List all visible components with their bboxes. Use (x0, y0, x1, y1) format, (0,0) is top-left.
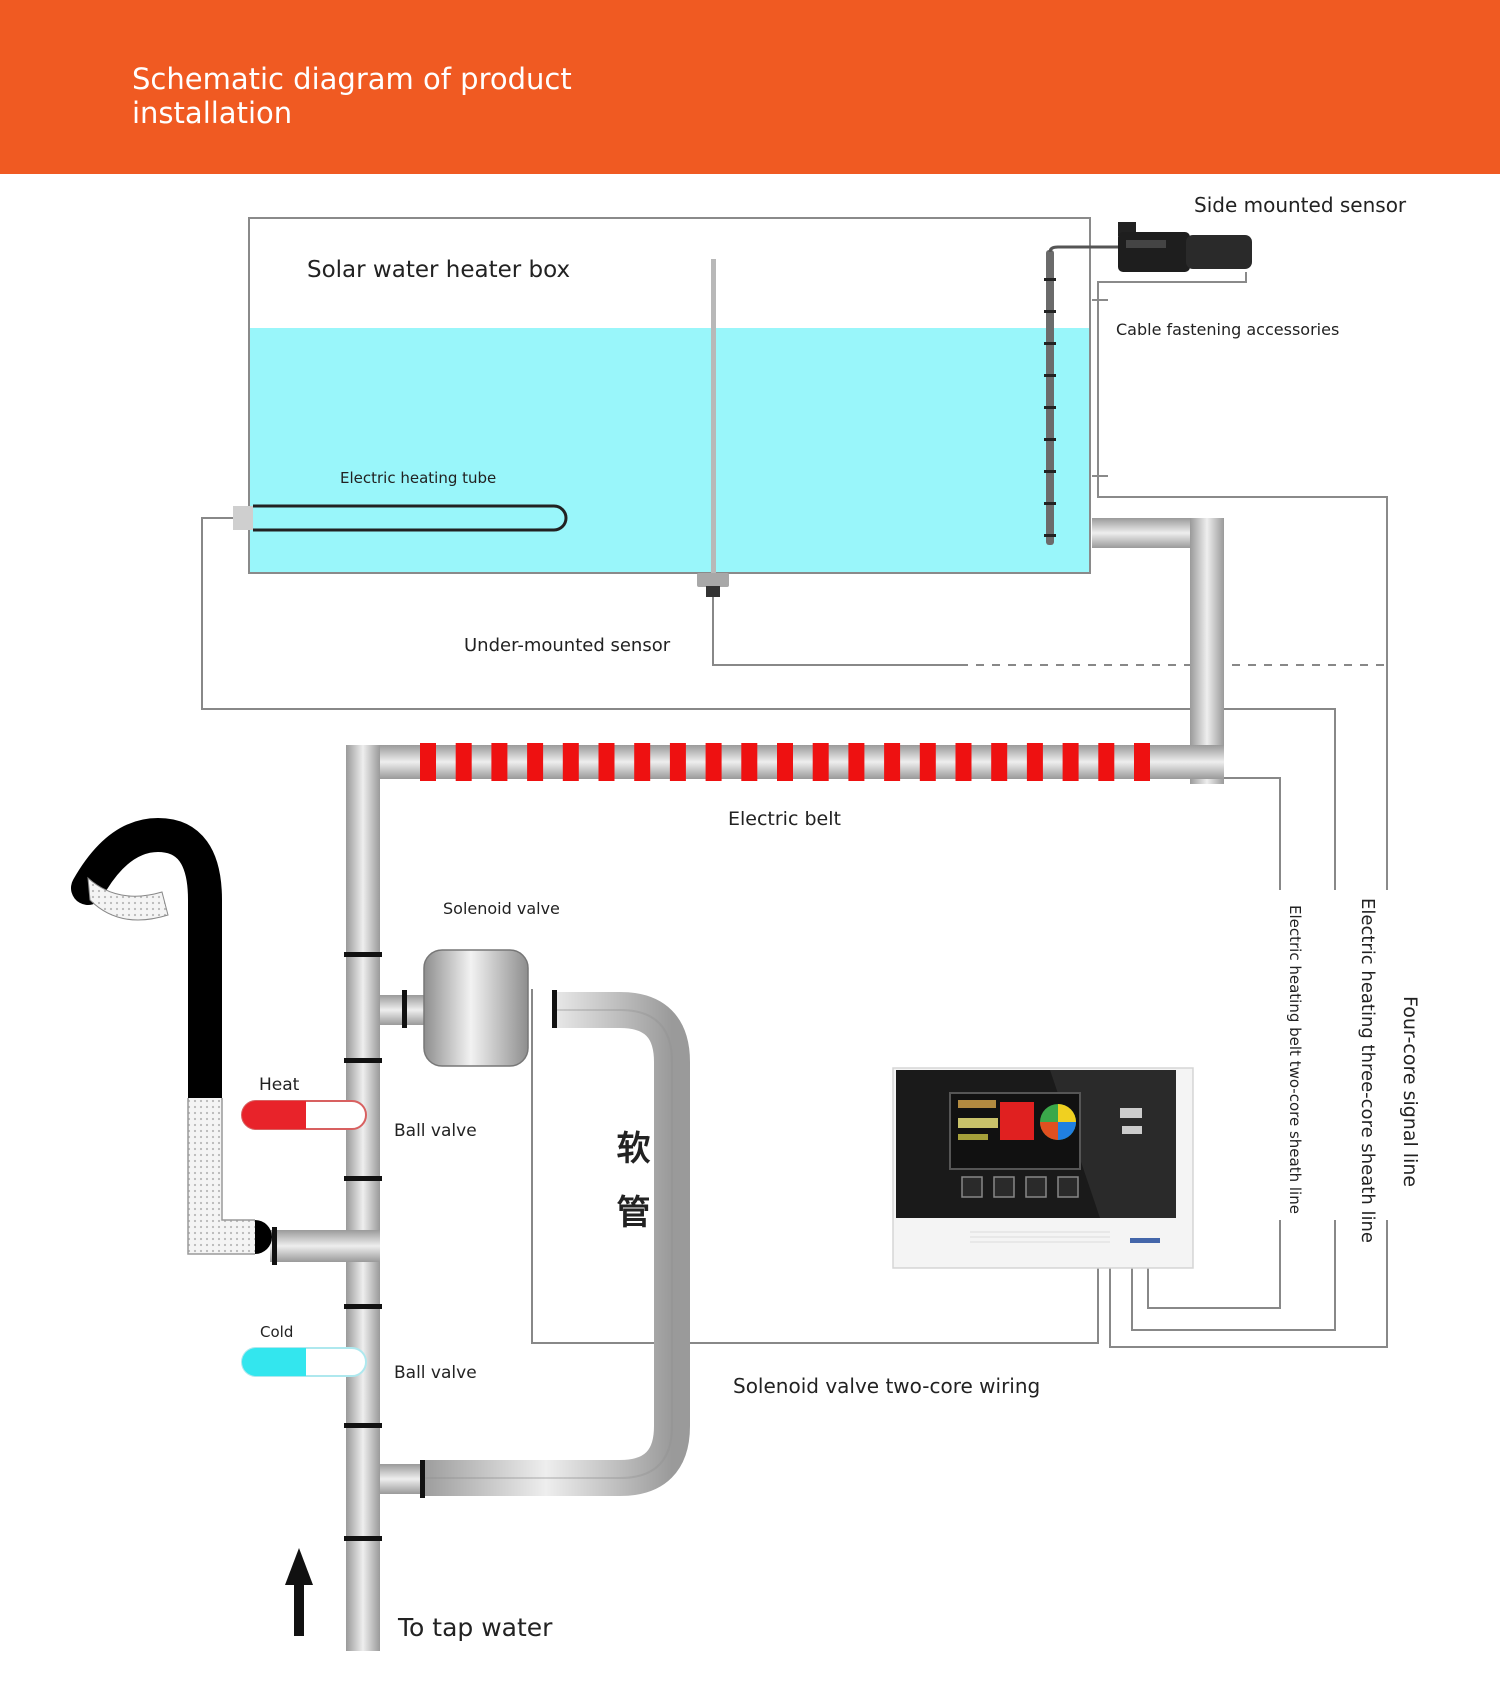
side-sensor-device (1118, 222, 1252, 272)
belt-stripe (527, 743, 544, 781)
belt-stripe (741, 743, 758, 781)
belt-stripe (562, 743, 579, 781)
page-title: Schematic diagram of product installatio… (132, 62, 572, 130)
label-side-sensor: Side mounted sensor (1194, 193, 1407, 217)
shower-head-icon (71, 817, 272, 1255)
side-sensor-rod (1044, 245, 1126, 545)
hot-handle (241, 1100, 367, 1130)
belt-stripe (1026, 743, 1043, 781)
header-banner: Schematic diagram of product installatio… (0, 0, 1500, 174)
belt-stripe (455, 743, 472, 781)
belt-stripe (634, 743, 651, 781)
under-sensor-body (697, 573, 729, 587)
solenoid-valve-body (423, 949, 529, 1067)
label-solenoid-wiring: Solenoid valve two-core wiring (733, 1374, 1040, 1398)
label-box: Solar water heater box (307, 257, 570, 283)
label-cable-accessories: Cable fastening accessories (1116, 320, 1339, 339)
label-solenoid-valve: Solenoid valve (443, 899, 560, 918)
label-heat: Heat (259, 1075, 300, 1095)
belt-stripe (919, 743, 936, 781)
belt-stripe (598, 743, 615, 781)
belt-stripe (991, 743, 1008, 781)
belt-stripe (777, 743, 793, 781)
heating-tube (253, 504, 568, 532)
label-heating-tube: Electric heating tube (340, 469, 496, 487)
belt-stripe (1062, 743, 1079, 781)
belt-stripe (955, 743, 972, 781)
controller-panel-icon (892, 1067, 1194, 1269)
label-electric-belt: Electric belt (728, 808, 841, 830)
label-ball-valve-cold: Ball valve (394, 1363, 477, 1383)
label-ball-valve-hot: Ball valve (394, 1121, 477, 1141)
wiring (201, 517, 1388, 1348)
label-tube-line: Electric heating three-core sheath line (1357, 898, 1378, 1243)
label-tap-water: To tap water (397, 1613, 553, 1642)
cable-fastening-bracket (1092, 272, 1388, 890)
belt-stripe (491, 743, 508, 781)
sensor-rod (711, 259, 716, 574)
pipes (270, 518, 1224, 1651)
label-belt-line: Electric heating belt two-core sheath li… (1286, 905, 1304, 1214)
belt-stripe (884, 743, 901, 781)
electric-belt (420, 743, 1150, 781)
belt-stripe (420, 743, 436, 781)
belt-stripe (848, 743, 865, 781)
belt-stripe (669, 743, 686, 781)
belt-stripe (1098, 743, 1115, 781)
belt-stripe (705, 743, 722, 781)
cold-handle (241, 1347, 367, 1377)
belt-stripe (812, 743, 829, 781)
heating-tube-flange (233, 506, 253, 530)
label-cold: Cold (260, 1323, 293, 1341)
arrow-up-icon (285, 1548, 313, 1636)
water-fill (250, 328, 1089, 572)
label-signal-line: Four-core signal line (1399, 996, 1421, 1187)
belt-stripe (1134, 743, 1150, 781)
label-hose: 软管 (610, 1130, 650, 1258)
solar-water-heater-box (248, 217, 1091, 574)
label-under-sensor: Under-mounted sensor (464, 635, 671, 656)
